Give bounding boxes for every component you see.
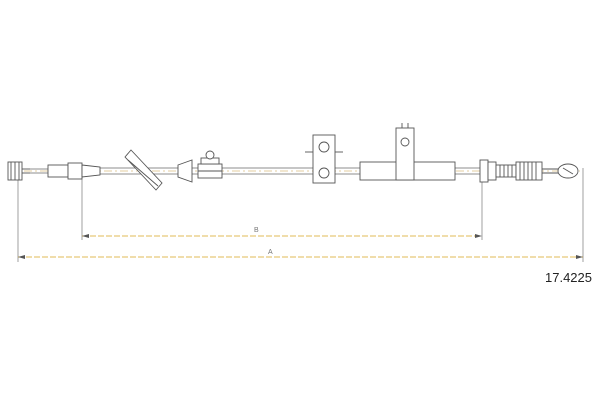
left-ferrule — [47, 162, 101, 180]
left-end-fitting — [7, 161, 30, 181]
dimension-a-label: A — [268, 249, 273, 256]
tall-bracket — [359, 123, 456, 181]
right-adjuster — [479, 159, 560, 183]
angled-clip — [124, 149, 193, 191]
mounting-bracket — [305, 134, 343, 184]
dimension-b-label: B — [254, 227, 259, 234]
retainer-clip — [197, 150, 223, 179]
right-end-nipple — [557, 163, 579, 179]
part-number: 17.4225 — [545, 270, 592, 285]
dimension-a: A — [17, 168, 584, 262]
